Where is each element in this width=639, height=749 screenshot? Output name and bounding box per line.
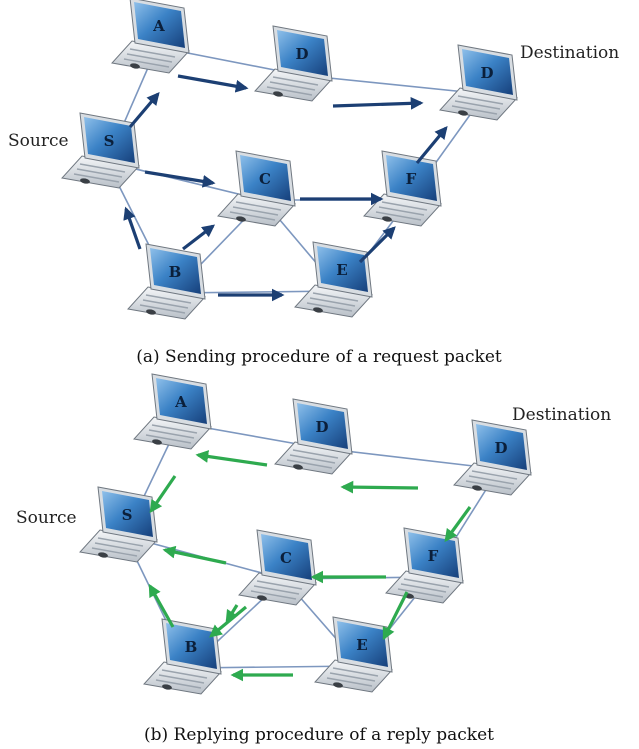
caption-reply: (b) Replying procedure of a reply packet xyxy=(144,725,494,745)
node-label: F xyxy=(428,547,439,565)
panel-reply: A D D S C F B E Source Destination (b) Replying… xyxy=(16,373,611,745)
panel-request: A D D S C F B E Source Destination (a) Sending … xyxy=(8,0,619,367)
arrow-icon xyxy=(148,583,175,628)
laptop-node-d1: D xyxy=(254,25,333,102)
arrow-icon xyxy=(415,126,448,165)
laptop-node-ddest: D xyxy=(453,419,532,496)
node-label: E xyxy=(336,261,347,279)
laptop-node-c: C xyxy=(238,529,317,606)
laptop-node-e: E xyxy=(294,241,373,318)
source-label: Source xyxy=(8,131,69,151)
arrow-icon xyxy=(444,506,472,543)
node-label: E xyxy=(356,636,367,654)
laptop-node-ddest: D xyxy=(439,44,518,121)
laptop-node-f: F xyxy=(385,527,464,604)
arrows-reply xyxy=(148,450,472,682)
arrow-icon xyxy=(128,92,160,129)
laptop-node-a: A xyxy=(111,0,190,74)
laptop-node-s: S xyxy=(79,486,158,563)
arrow-icon xyxy=(149,475,177,514)
nodes-reply: A D D S C F B E xyxy=(79,373,532,695)
node-label: A xyxy=(152,17,165,35)
arrow-icon xyxy=(382,591,409,641)
node-label: D xyxy=(315,418,328,436)
node-label: D xyxy=(494,439,507,457)
node-label: B xyxy=(185,638,198,656)
laptop-node-d1: D xyxy=(274,398,353,475)
caption-request: (a) Sending procedure of a request packe… xyxy=(136,347,502,367)
laptop-node-e: E xyxy=(314,616,393,693)
laptop-node-s: S xyxy=(61,112,140,189)
destination-label: Destination xyxy=(520,43,619,63)
arrow-icon xyxy=(225,604,239,624)
node-label: D xyxy=(480,64,493,82)
arrow-icon xyxy=(195,450,268,467)
node-label: B xyxy=(169,263,182,281)
node-label: C xyxy=(259,170,271,188)
arrow-icon xyxy=(358,226,396,264)
laptop-node-b: B xyxy=(143,618,222,695)
arrow-icon xyxy=(123,206,142,250)
nodes-request: A D D S C F B E xyxy=(61,0,518,320)
arrow-icon xyxy=(182,224,216,251)
arrow-icon xyxy=(162,545,227,565)
laptop-node-a: A xyxy=(133,373,212,450)
node-label: F xyxy=(406,170,417,188)
arrow-icon xyxy=(332,96,424,110)
arrow-icon xyxy=(340,480,419,494)
node-label: D xyxy=(295,45,308,63)
laptop-node-b: B xyxy=(127,243,206,320)
node-label: C xyxy=(280,549,292,567)
node-label: S xyxy=(104,132,115,150)
arrow-icon xyxy=(177,74,249,93)
node-label: S xyxy=(122,506,133,524)
source-label: Source xyxy=(16,508,77,528)
arrows-request xyxy=(123,74,448,302)
laptop-node-c: C xyxy=(217,150,296,227)
node-label: A xyxy=(174,393,187,411)
arrow-icon xyxy=(144,170,216,188)
laptop-node-f: F xyxy=(363,150,442,227)
destination-label: Destination xyxy=(512,405,611,425)
